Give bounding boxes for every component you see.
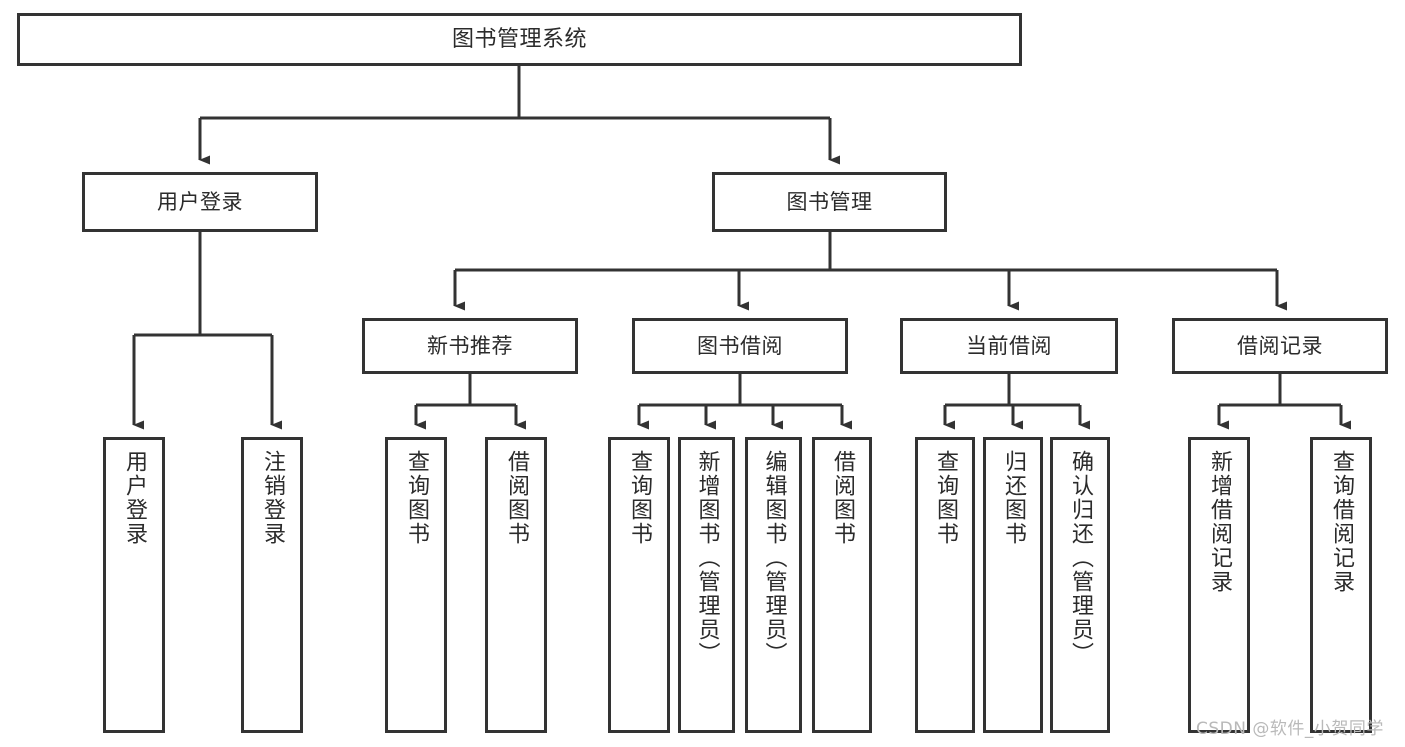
leaf-query-borrow-record[interactable]: 查询借阅记录 bbox=[1310, 437, 1372, 733]
csdn-watermark: CSDN @软件_小贺同学 bbox=[1196, 719, 1384, 739]
node-label: 查询图书 bbox=[933, 450, 958, 546]
node-label: 查询图书 bbox=[404, 450, 429, 546]
leaf-return-book[interactable]: 归还图书 bbox=[983, 437, 1043, 733]
node-label: 图书借阅 bbox=[697, 333, 783, 358]
leaf-query-book-new[interactable]: 查询图书 bbox=[385, 437, 447, 733]
leaf-lend-book[interactable]: 借阅图书 bbox=[812, 437, 872, 733]
node-root-system[interactable]: 图书管理系统 bbox=[17, 13, 1022, 66]
leaf-edit-book-admin[interactable]: 编辑图书（管理员） bbox=[745, 437, 802, 733]
node-book-borrow[interactable]: 图书借阅 bbox=[632, 318, 848, 374]
node-borrow-records[interactable]: 借阅记录 bbox=[1172, 318, 1388, 374]
leaf-query-book-borrow[interactable]: 查询图书 bbox=[608, 437, 670, 733]
node-label: 新书推荐 bbox=[427, 333, 513, 358]
node-label: 借阅图书 bbox=[504, 450, 529, 546]
leaf-add-book-admin[interactable]: 新增图书（管理员） bbox=[678, 437, 735, 733]
node-label: 用户登录 bbox=[157, 189, 243, 214]
leaf-borrow-book-new[interactable]: 借阅图书 bbox=[485, 437, 547, 733]
node-label: 编辑图书（管理员） bbox=[761, 450, 787, 666]
leaf-confirm-return-admin[interactable]: 确认归还（管理员） bbox=[1050, 437, 1110, 733]
leaf-query-book-current[interactable]: 查询图书 bbox=[915, 437, 975, 733]
node-label: 借阅图书 bbox=[830, 450, 855, 546]
node-user-login[interactable]: 用户登录 bbox=[82, 172, 318, 232]
node-label: 当前借阅 bbox=[966, 333, 1052, 358]
leaf-logout[interactable]: 注销登录 bbox=[241, 437, 303, 733]
node-label: 查询借阅记录 bbox=[1329, 450, 1354, 594]
leaf-add-borrow-record[interactable]: 新增借阅记录 bbox=[1188, 437, 1250, 733]
node-label: 新增借阅记录 bbox=[1207, 450, 1232, 594]
node-label: 注销登录 bbox=[260, 450, 285, 546]
node-label: 图书管理系统 bbox=[451, 26, 587, 52]
node-label: 借阅记录 bbox=[1237, 333, 1323, 358]
node-label: 新增图书（管理员） bbox=[694, 450, 720, 666]
node-label: 用户登录 bbox=[122, 450, 147, 546]
node-current-borrow[interactable]: 当前借阅 bbox=[900, 318, 1118, 374]
node-label: 查询图书 bbox=[627, 450, 652, 546]
node-label: 归还图书 bbox=[1001, 450, 1026, 546]
node-label: 确认归还（管理员） bbox=[1068, 450, 1093, 666]
node-book-management[interactable]: 图书管理 bbox=[712, 172, 947, 232]
node-new-book-recommend[interactable]: 新书推荐 bbox=[362, 318, 578, 374]
node-label: 图书管理 bbox=[786, 189, 873, 214]
leaf-user-login[interactable]: 用户登录 bbox=[103, 437, 165, 733]
